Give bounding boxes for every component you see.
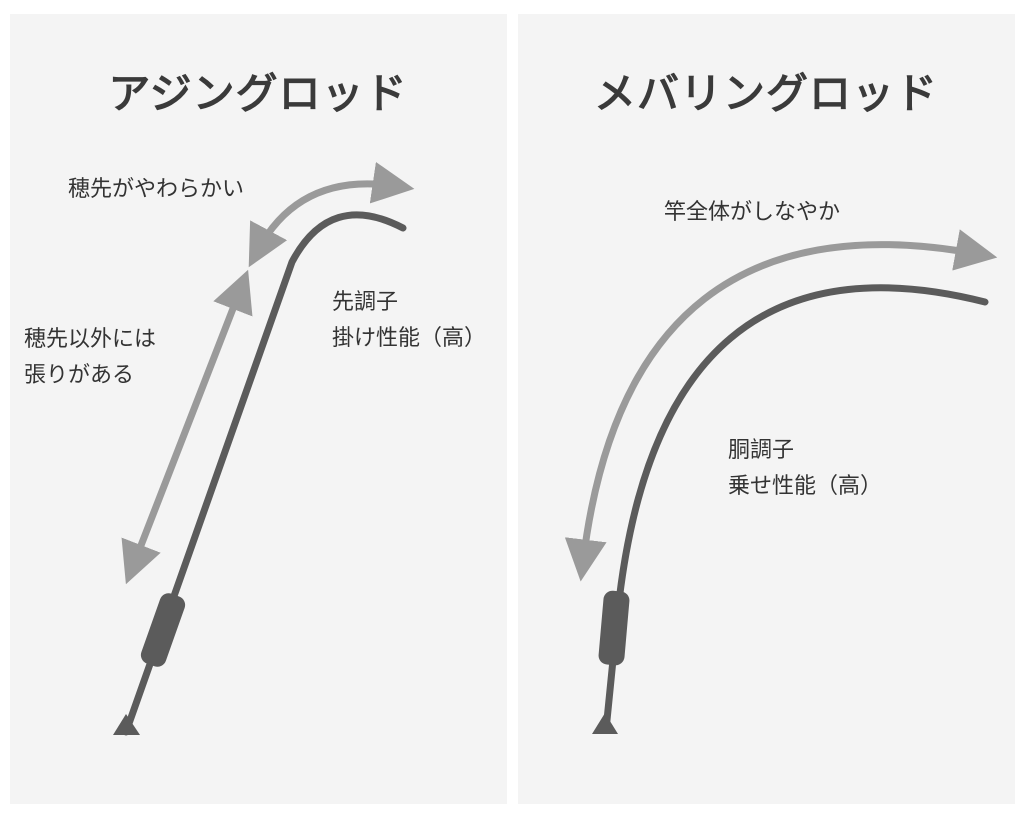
aji-action-performance: 掛け性能（高）: [332, 326, 487, 351]
mebaru-action-performance: 乗せ性能（高）: [728, 474, 883, 499]
aji-rod-grip: [140, 593, 186, 667]
aji-body-label-line: 穂先以外には: [24, 327, 157, 352]
mebaru-action-label: 胴調子 乗せ性能（高）: [728, 433, 882, 505]
mebaru-flex-label: 竿全体がしなやか: [664, 200, 841, 225]
aji-tip-label: 穂先がやわらかい: [68, 177, 245, 202]
mebaru-action-type: 胴調子: [728, 438, 795, 463]
mebaru-rod-grip: [598, 590, 630, 666]
aji-rod-butt-cap: [113, 714, 140, 735]
aji-body-label: 穂先以外には 張りがある: [24, 322, 156, 394]
aji-rod-panel: [10, 14, 507, 804]
aji-action-type: 先調子: [332, 290, 399, 315]
aji-body-stiffness-arrow: [121, 269, 253, 585]
aji-body-label-line: 張りがある: [24, 363, 135, 388]
aji-tip-flex-arrow: [248, 161, 415, 268]
mebaru-rod-blank: [602, 284, 989, 734]
mebaru-rod-title: メバリングロッド: [593, 69, 939, 118]
mebaru-rod-butt-cap: [592, 713, 618, 734]
mebaru-full-flex-arrow: [564, 229, 998, 582]
aji-action-label: 先調子 掛け性能（高）: [332, 285, 486, 357]
aji-rod-title: アジングロッド: [108, 69, 408, 118]
